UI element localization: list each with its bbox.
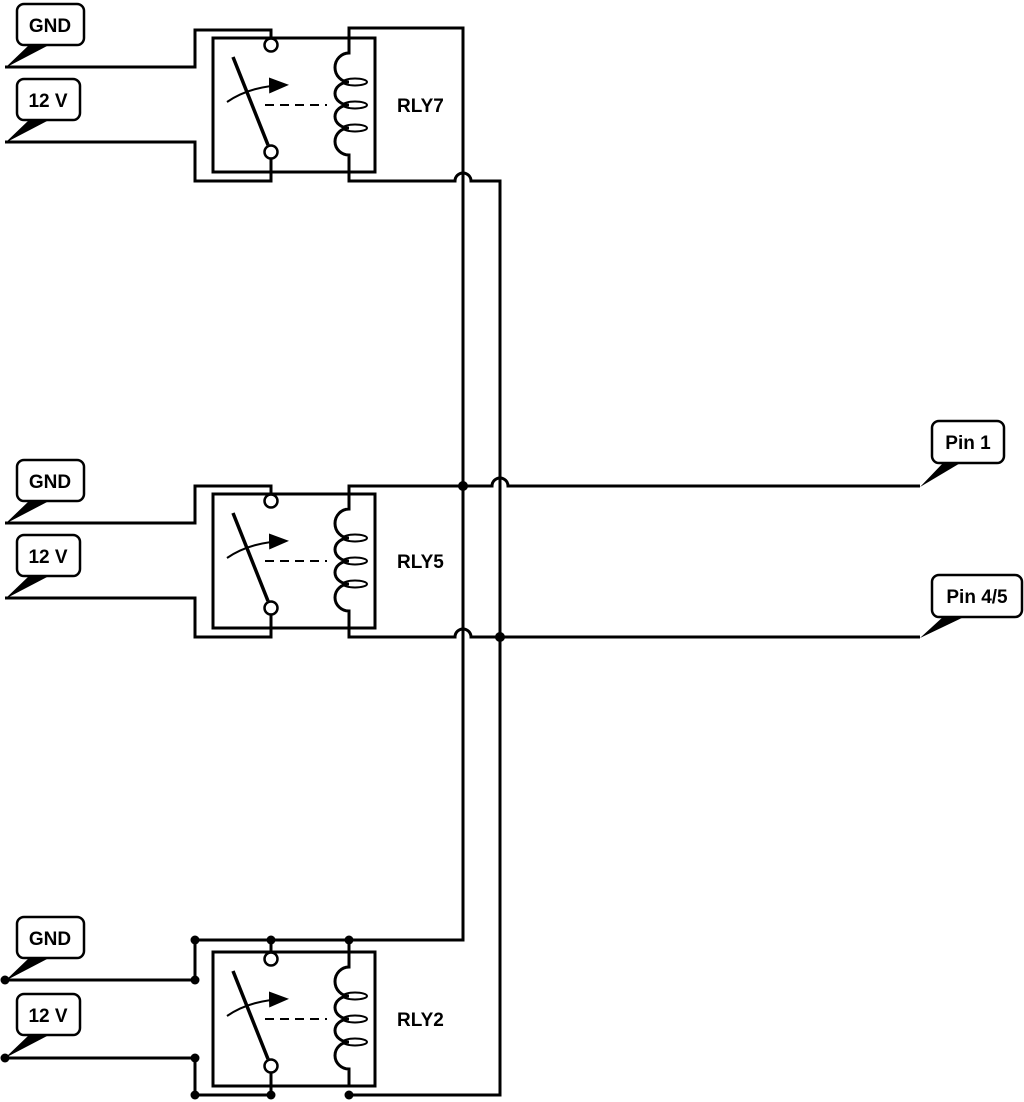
contact-no (263, 951, 279, 967)
gnd-wire (5, 484, 273, 525)
pin1-label: Pin 1 (945, 433, 991, 454)
actuation-arrow (226, 991, 289, 1017)
contact-com (263, 600, 279, 616)
coil-loop (342, 1037, 368, 1047)
coil-loop (342, 100, 368, 110)
bus-wiring (347, 26, 920, 1097)
12v-callout: 12 V (5, 992, 82, 1058)
gnd-callout: GND (5, 458, 86, 524)
actuation-arrow (226, 77, 289, 103)
relay-name: RLY7 (397, 96, 444, 117)
coil-loop (342, 533, 368, 543)
relay-rly2: RLY2 GND 12 V (5, 915, 444, 1097)
contact-no (263, 493, 279, 509)
12v-callout: 12 V (5, 533, 82, 599)
gnd-label: GND (29, 16, 71, 37)
contact-com (263, 1058, 279, 1074)
coil-loop (342, 77, 368, 87)
gnd-callout: GND (5, 2, 86, 68)
coil-loop (342, 991, 368, 1001)
switch-arm (231, 512, 270, 602)
12v-callout: 12 V (5, 77, 82, 143)
coil (333, 940, 351, 1086)
gnd-wire (5, 28, 273, 69)
contact-com (263, 144, 279, 160)
coil-loop (342, 579, 368, 589)
junction-dot (495, 632, 505, 642)
gnd-label: GND (29, 472, 71, 493)
coil-loop (342, 1014, 368, 1024)
relay-body (211, 492, 377, 630)
pin45-callout: Pin 4/5 (920, 573, 1024, 638)
pin1-callout: Pin 1 (920, 419, 1006, 487)
12v-label: 12 V (28, 547, 67, 568)
coil (333, 38, 351, 172)
junction-dot (458, 481, 468, 491)
switch-arm (231, 56, 270, 146)
relay-rly7: RLY7 GND 12 V (5, 2, 444, 183)
coil (333, 494, 351, 628)
12v-wire (5, 140, 273, 183)
relay-body (211, 950, 377, 1088)
actuation-arrow (226, 533, 289, 559)
12v-wire (5, 1056, 273, 1097)
12v-label: 12 V (28, 1006, 67, 1027)
switch-arm (231, 970, 270, 1060)
rly2-junctions (0, 935, 354, 1100)
12v-label: 12 V (28, 91, 67, 112)
12v-wire (5, 596, 273, 639)
relay-name: RLY2 (397, 1010, 444, 1031)
coil-loop (342, 556, 368, 566)
relay-body (211, 36, 377, 174)
relay-name: RLY5 (397, 552, 444, 573)
contact-no (263, 37, 279, 53)
gnd-label: GND (29, 929, 71, 950)
gnd-callout: GND (5, 915, 86, 981)
coil-loop (342, 123, 368, 133)
relay-rly5: RLY5 GND 12 V (5, 458, 444, 639)
pin45-label: Pin 4/5 (946, 587, 1008, 608)
